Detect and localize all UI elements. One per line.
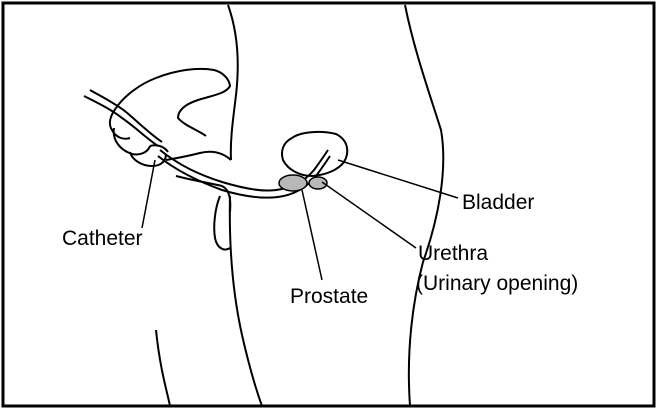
bladder-leader-line bbox=[338, 160, 458, 198]
body-front-contour bbox=[228, 5, 262, 406]
prostate-label: Prostate bbox=[290, 285, 368, 308]
catheter-tube-inner bbox=[158, 156, 330, 198]
body-back-contour bbox=[405, 5, 443, 406]
urethra-leader-line bbox=[322, 182, 416, 248]
bladder-label: Bladder bbox=[462, 191, 534, 214]
prostate-shape bbox=[279, 175, 307, 191]
urinary-opening-label: (Urinary opening) bbox=[416, 272, 578, 295]
diagram-frame bbox=[3, 3, 654, 406]
catheter-label: Catheter bbox=[62, 227, 143, 250]
urethra-label: Urethra bbox=[418, 242, 488, 265]
catheter-leader-line bbox=[142, 160, 155, 228]
prostate-leader-line bbox=[302, 190, 322, 280]
penis-shape bbox=[166, 152, 231, 250]
leg-contour bbox=[156, 330, 170, 406]
